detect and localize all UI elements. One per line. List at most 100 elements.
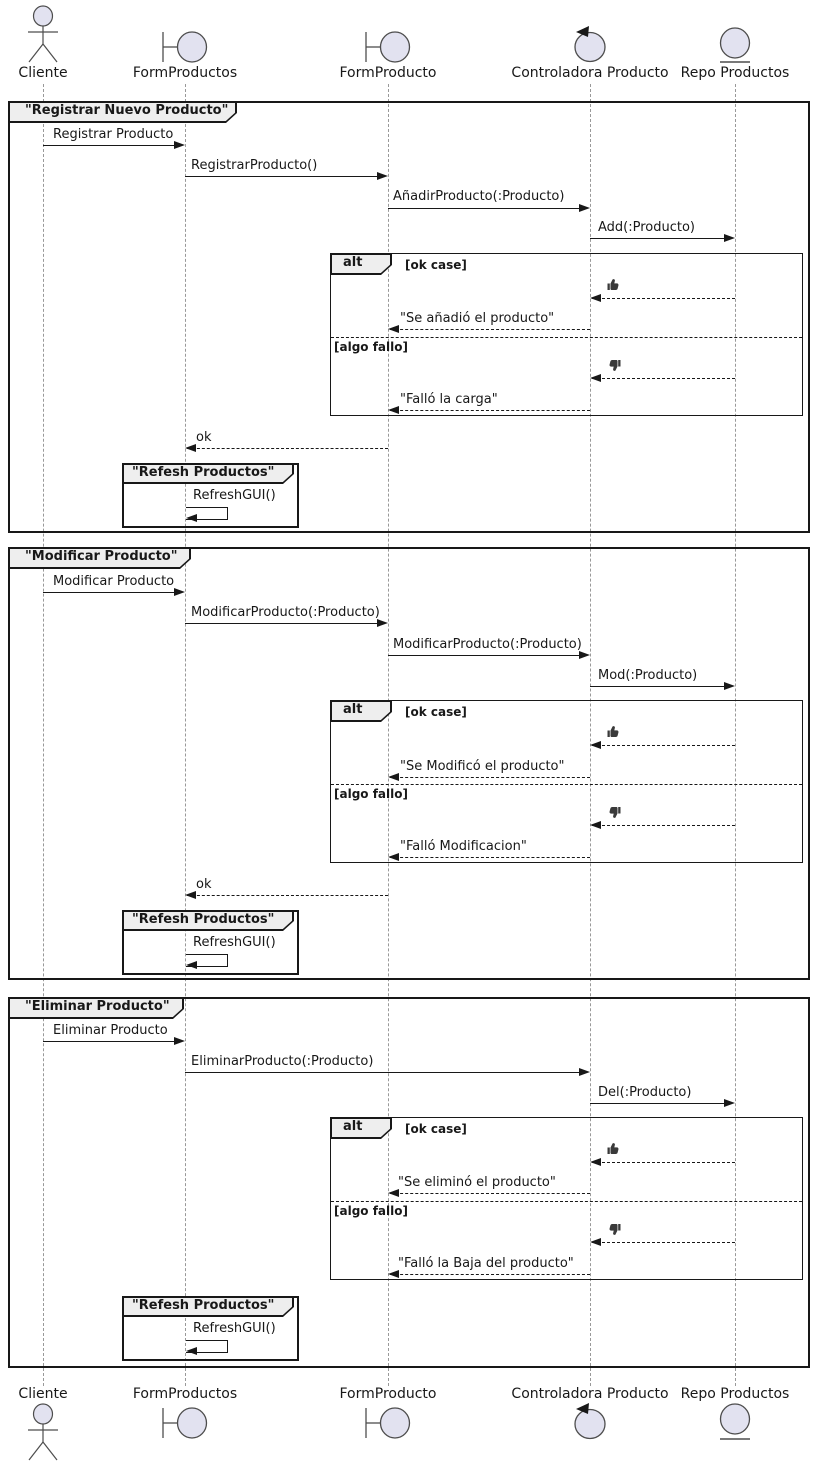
message-arrow xyxy=(388,655,584,656)
message-label: Add(:Producto) xyxy=(598,220,696,235)
message-label: EliminarProducto(:Producto) xyxy=(191,1054,374,1069)
actor-icon xyxy=(28,1403,58,1461)
arrowhead xyxy=(388,1270,399,1278)
return-label: ok xyxy=(196,430,212,445)
boundary-icon xyxy=(162,31,208,63)
message-label: Modificar Producto xyxy=(53,574,175,589)
self-message-arrow xyxy=(186,954,228,967)
arrowhead xyxy=(388,773,399,781)
arrowhead xyxy=(590,1158,601,1166)
frame-title: "Modificar Producto" xyxy=(8,547,191,569)
frame-eliminar xyxy=(8,997,810,1368)
arrowhead xyxy=(186,961,197,969)
alt-frame xyxy=(330,700,803,863)
alt-frame xyxy=(330,253,803,416)
participant-label: FormProductos xyxy=(132,65,238,81)
arrowhead xyxy=(590,1238,601,1246)
alt-operator: alt xyxy=(330,1117,392,1139)
message-label: ModificarProducto(:Producto) xyxy=(191,605,380,620)
return-label: ok xyxy=(196,877,212,892)
participant-label: Repo Productos xyxy=(680,1386,790,1402)
boundary-icon xyxy=(162,1407,208,1439)
arrowhead xyxy=(388,406,399,414)
message-arrow xyxy=(43,592,179,593)
arrowhead xyxy=(377,619,388,627)
message-arrow xyxy=(590,686,729,687)
entity-icon xyxy=(719,1403,751,1440)
reply-arrow xyxy=(390,857,590,858)
arrowhead xyxy=(724,1099,735,1107)
arrowhead xyxy=(388,1189,399,1197)
arrowhead xyxy=(174,588,185,596)
frame-title: "Registrar Nuevo Producto" xyxy=(8,101,237,123)
arrowhead xyxy=(174,1037,185,1045)
arrowhead xyxy=(388,325,399,333)
message-label: ModificarProducto(:Producto) xyxy=(393,637,582,652)
frame-title: "Refesh Productos" xyxy=(122,1296,294,1317)
reply-arrow xyxy=(390,329,590,330)
message-label: AñadirProducto(:Producto) xyxy=(393,189,565,204)
lifeline-formproducto xyxy=(388,84,389,1386)
participant-label: FormProductos xyxy=(132,1386,238,1402)
arrowhead xyxy=(579,204,590,212)
reply-arrow xyxy=(390,777,590,778)
arrowhead xyxy=(590,741,601,749)
thumbs-down-icon xyxy=(609,807,621,818)
message-arrow xyxy=(185,1072,584,1073)
arrowhead xyxy=(186,1347,197,1355)
message-label: Eliminar Producto xyxy=(53,1023,168,1038)
frame-title: "Refesh Productos" xyxy=(122,463,294,484)
self-message-arrow xyxy=(186,507,228,520)
reply-arrow xyxy=(187,895,388,896)
reply-arrow xyxy=(592,825,735,826)
reply-label: "Falló la carga" xyxy=(400,392,498,407)
message-label: Mod(:Producto) xyxy=(598,668,698,683)
reply-arrow xyxy=(592,298,735,299)
arrowhead xyxy=(377,172,388,180)
thumbs-down-icon xyxy=(609,1224,621,1235)
guard-ok-label: [ok case] xyxy=(405,1122,467,1136)
message-arrow xyxy=(590,238,729,239)
self-message-label: RefreshGUI() xyxy=(193,488,276,503)
guard-ok-label: [ok case] xyxy=(405,705,467,719)
reply-arrow xyxy=(592,1242,735,1243)
participant-label: Cliente xyxy=(18,1386,68,1402)
arrowhead xyxy=(590,374,601,382)
reply-arrow xyxy=(390,1193,590,1194)
guard-fail-label: [algo fallo] xyxy=(334,787,408,801)
lifeline-formproductos xyxy=(185,84,186,1386)
arrowhead xyxy=(724,234,735,242)
lifeline-cliente xyxy=(43,84,44,1386)
self-message-label: RefreshGUI() xyxy=(193,1321,276,1336)
reply-arrow xyxy=(187,448,388,449)
control-icon xyxy=(574,26,606,63)
reply-arrow xyxy=(592,378,735,379)
message-arrow xyxy=(43,145,179,146)
message-label: Del(:Producto) xyxy=(598,1085,692,1100)
boundary-icon xyxy=(365,1407,411,1439)
arrowhead xyxy=(579,1068,590,1076)
lifeline-controladora-producto xyxy=(590,84,591,1386)
alt-frame xyxy=(330,1117,803,1280)
reply-label: "Se eliminó el producto" xyxy=(398,1175,556,1190)
alt-divider xyxy=(331,337,802,338)
thumbs-up-icon xyxy=(607,726,619,737)
reply-label: "Se Modificó el producto" xyxy=(400,759,565,774)
arrowhead xyxy=(388,853,399,861)
participant-label: FormProducto xyxy=(339,65,437,81)
self-message-arrow xyxy=(186,1340,228,1353)
alt-divider xyxy=(331,784,802,785)
alt-operator: alt xyxy=(330,700,392,722)
participant-label: Controladora Producto xyxy=(511,1386,669,1402)
message-label: RegistrarProducto() xyxy=(191,158,318,173)
message-label: Registrar Producto xyxy=(53,127,174,142)
frame-title: "Eliminar Producto" xyxy=(8,997,184,1019)
message-arrow xyxy=(185,176,382,177)
thumbs-up-icon xyxy=(607,279,619,290)
lifeline-repo-productos xyxy=(735,84,736,1386)
reply-label: "Falló Modificacion" xyxy=(400,839,527,854)
entity-icon xyxy=(719,27,751,63)
guard-fail-label: [algo fallo] xyxy=(334,340,408,354)
actor-icon xyxy=(28,5,58,63)
